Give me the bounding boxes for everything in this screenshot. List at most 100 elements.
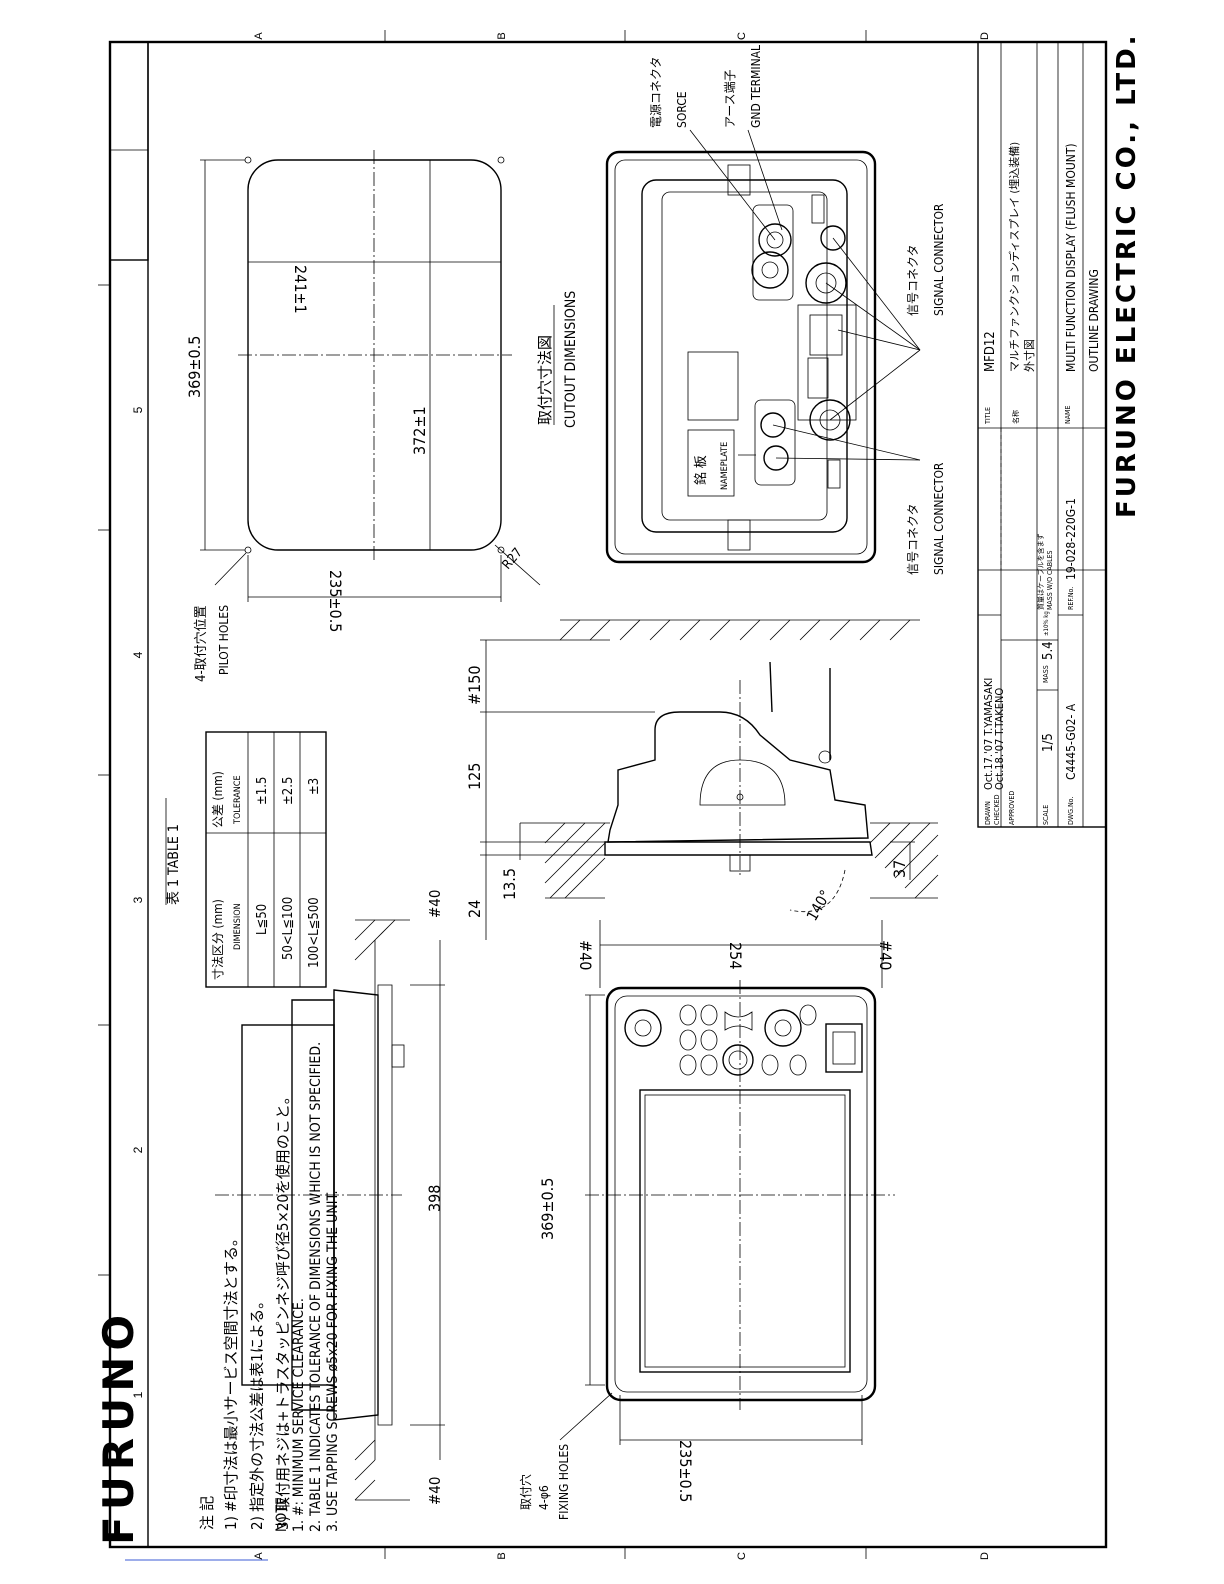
- name-ja: マルチファンクションディスプレイ (埋込装備): [1007, 142, 1021, 372]
- mass-value: 5.4: [1041, 641, 1056, 660]
- side-clearance-top: #40: [426, 890, 444, 918]
- zone-C-bottom: C: [736, 1552, 748, 1560]
- zone-A-top: A: [253, 32, 265, 40]
- notes-ja: 注 記 1) #印寸法は最小サービス空間寸法とする。 2) 指定外の寸法公差は表…: [198, 1089, 292, 1530]
- gnd-terminal: GND TERMINAL: [749, 45, 763, 128]
- front-total-height-dim: 254: [726, 942, 745, 969]
- table-row-2-dim: 50<L≦100: [281, 897, 296, 960]
- zone-5: 5: [131, 406, 145, 413]
- pilot-holes: PILOT HOLES: [217, 605, 231, 675]
- nameplate-label: NAMEPLATE: [720, 442, 730, 490]
- name-label: NAME: [1064, 406, 1072, 424]
- note-en-2: 2. TABLE 1 INDICATES TOLERANCE OF DIMENS…: [308, 1042, 324, 1532]
- zone-1: 1: [131, 1391, 145, 1398]
- clearance-top: #40: [576, 940, 595, 970]
- swing-angle: 140°: [803, 887, 835, 924]
- table-row-3-dim: 100<L≦500: [307, 897, 322, 968]
- fixing-holes: FIXING HOLES: [557, 1444, 571, 1520]
- nameplate-ja: 銘 板: [694, 455, 709, 485]
- zone-ticks: [98, 30, 867, 1559]
- dwg-label: DWG.No.: [1067, 797, 1075, 825]
- rear-view: 銘 板 NAMEPLATE 電源コネクタ SORCE アース端子 GND TER…: [605, 45, 946, 575]
- ref-number: 19-028-220G-1: [1064, 498, 1078, 580]
- depth-13-5: 13.5: [500, 868, 519, 900]
- zone-D-top: D: [979, 32, 991, 40]
- table-row-1-tol: ±1.5: [255, 777, 270, 805]
- notes-ja-header: 注 記: [198, 1496, 216, 1530]
- table-header-tol-ja: 公差 (mm): [211, 771, 225, 828]
- note-ja-3: 3) 取付用ネジは+トラスタッピンネジ呼び径5×20を使用のこと。: [274, 1089, 292, 1530]
- notes-en-header: NOTE: [274, 1497, 290, 1532]
- title-value: MFD12: [983, 331, 998, 372]
- front-bezel: [605, 986, 877, 1402]
- depth-24: 24: [465, 900, 484, 918]
- company-name: FURUNO ELECTRIC CO., LTD.: [1112, 32, 1142, 518]
- mass-note: MASS W/O CABLES: [1046, 550, 1054, 610]
- title-label: TITLE: [984, 407, 992, 425]
- table-row-1-dim: L≦50: [255, 904, 270, 935]
- table-header-dim-ja: 寸法区分 (mm): [211, 899, 225, 980]
- table-row-3-tol: ±3: [307, 778, 322, 795]
- side-length-398: 398: [425, 1185, 444, 1212]
- ref-label: REF.No.: [1067, 587, 1075, 610]
- cutout-caption-ja: 取付穴寸法図: [536, 335, 554, 425]
- power-connector-ja: 電源コネクタ: [649, 56, 663, 128]
- bulkhead-hatch-right: [869, 822, 939, 899]
- cutout-inner-dim: 372±1: [410, 406, 429, 455]
- mass-unit: ±10% kg: [1043, 611, 1050, 636]
- cutout-height-dim: 241±1: [291, 265, 310, 314]
- approved-label: APPROVED: [1008, 791, 1016, 825]
- zone-D-bottom: D: [979, 1552, 991, 1560]
- checked-label: CHECKED: [993, 794, 1001, 825]
- scale-label: SCALE: [1042, 805, 1050, 825]
- zone-B-top: B: [496, 32, 508, 39]
- scale-value: 1/5: [1041, 733, 1056, 752]
- dwg-number: C4445-G02- A: [1064, 703, 1078, 780]
- zone-letters-bottom: A B C D: [253, 1552, 991, 1560]
- nameplate-box: [687, 429, 735, 497]
- bulkhead-hatch-left: [544, 822, 610, 899]
- zone-2: 2: [131, 1146, 145, 1153]
- fixing-holes-size: 4-φ6: [537, 1485, 551, 1510]
- clearance-150: #150: [465, 665, 484, 705]
- zone-numbers: 1 2 3 4 5: [131, 406, 145, 1398]
- side-profile: 398 #40 #40: [215, 890, 445, 1505]
- table-header-tol: TOLERANCE: [233, 775, 243, 825]
- wall-hatch: [354, 919, 410, 1501]
- table-header-dim: DIMENSION: [233, 903, 243, 950]
- note-en-3: 3. USE TAPPING SCREWS ø5x20 FOR FIXING T…: [325, 1190, 341, 1532]
- cutout-height2-dim: 235±0.5: [326, 570, 345, 632]
- note-ja-2: 2) 指定外の寸法公差は表1による。: [248, 1294, 266, 1530]
- name-ja-2: 外寸図: [1022, 339, 1036, 372]
- note-en-1: 1. #: MINIMUM SERVICE CLEARANCE.: [291, 1298, 307, 1532]
- name-en: MULTI FUNCTION DISPLAY (FLUSH MOUNT): [1064, 143, 1078, 372]
- furuno-logo: FURUNO: [94, 1309, 143, 1545]
- clearance-bottom: #40: [876, 940, 895, 970]
- tolerance-table: 表 1 TABLE 1 寸法区分 (mm) DIMENSION 公差 (mm) …: [165, 731, 327, 988]
- zone-A-bottom: A: [253, 1552, 265, 1560]
- checked-value: Oct.18.'07 T.TAKENO: [993, 688, 1006, 790]
- cutout-caption: CUTOUT DIMENSIONS: [563, 291, 579, 428]
- cutout-view: 369±0.5 372±1 241±1 235±0.5 R27 4-取付穴位置 …: [185, 150, 579, 682]
- side-clearance-bottom: #40: [426, 1477, 444, 1505]
- mass-note-ja: 質量はケーブルを含まず: [1036, 533, 1045, 610]
- note-ja-1: 1) #印寸法は最小サービス空間寸法とする。: [222, 1231, 240, 1530]
- zone-B-bottom: B: [496, 1552, 508, 1559]
- cutout-width-dim: 369±0.5: [185, 336, 204, 398]
- zone-4: 4: [131, 651, 145, 658]
- signal-connector: SIGNAL CONNECTOR: [932, 203, 946, 316]
- zone-3: 3: [131, 896, 145, 903]
- front-height-dim: 235±0.5: [676, 1440, 695, 1502]
- screen: [639, 1089, 851, 1373]
- table-title: 表 1 TABLE 1: [166, 824, 182, 905]
- gnd-terminal-ja: アース端子: [723, 69, 737, 128]
- name-label-ja: 名称: [1011, 410, 1020, 424]
- bulkhead-hatch-top: [559, 619, 920, 641]
- zone-C-top: C: [736, 32, 748, 40]
- zone-letters-top: A B C D: [253, 32, 991, 40]
- signal-connector-ja: 信号コネクタ: [906, 244, 920, 316]
- drawn-label: DRAWN: [984, 801, 992, 825]
- flange-37: 37: [890, 860, 909, 878]
- front-width-dim: 369±0.5: [538, 1178, 557, 1240]
